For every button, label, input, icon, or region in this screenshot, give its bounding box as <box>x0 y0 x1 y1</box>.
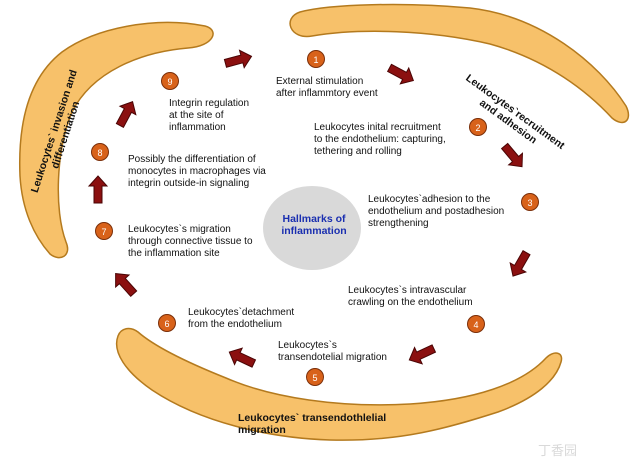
arrow-4-to-5 <box>405 339 439 369</box>
band-invasion-differentiation <box>18 21 214 259</box>
step-badge-4: 4 <box>467 315 485 333</box>
watermark: 丁香园 <box>538 443 578 458</box>
arrow-9-to-1 <box>222 47 255 73</box>
step-label-6: Leukocytes`detachment from the endotheli… <box>188 307 295 330</box>
center-title: Hallmarks of inflammation <box>281 213 347 237</box>
band-label-transendothelial: Leukocytes` transendothlelial migration <box>238 412 387 436</box>
arrow-7-to-8 <box>88 175 108 204</box>
step-label-9: Integrin regulation at the site of infla… <box>169 98 250 133</box>
arrow-8-to-9 <box>111 96 142 131</box>
center-ellipse <box>263 186 361 270</box>
arrow-1-to-2 <box>384 59 419 90</box>
step-label-2: Leukocytes inital recruitment to the end… <box>314 122 446 157</box>
band-transendothelial-migration <box>115 327 563 441</box>
band-recruitment-adhesion <box>289 3 630 124</box>
step-badge-3: 3 <box>521 193 539 211</box>
step-label-8: Possibly the differentiation of monocyte… <box>128 154 266 189</box>
step-badge-6: 6 <box>158 314 176 332</box>
step-label-1: External stimulation after inflammtory e… <box>276 76 378 99</box>
arrow-2-to-3 <box>497 139 530 174</box>
step-badge-2: 2 <box>469 118 487 136</box>
step-label-3: Leukocytes`adhesion to the endothelium a… <box>368 194 505 229</box>
arrow-6-to-7 <box>108 267 141 301</box>
step-label-7: Leukocytes`s migration through connectiv… <box>128 224 253 259</box>
step-badge-5: 5 <box>306 368 324 386</box>
arrow-5-to-6 <box>225 343 259 373</box>
step-badge-9: 9 <box>161 72 179 90</box>
arrow-3-to-4 <box>504 247 535 282</box>
step-badge-8: 8 <box>91 143 109 161</box>
step-badge-7: 7 <box>95 222 113 240</box>
step-label-5: Leukocytes`s transendotelial migration <box>278 340 387 363</box>
step-badge-1: 1 <box>307 50 325 68</box>
step-label-4: Leukocytes`s intravascular crawling on t… <box>348 285 473 308</box>
